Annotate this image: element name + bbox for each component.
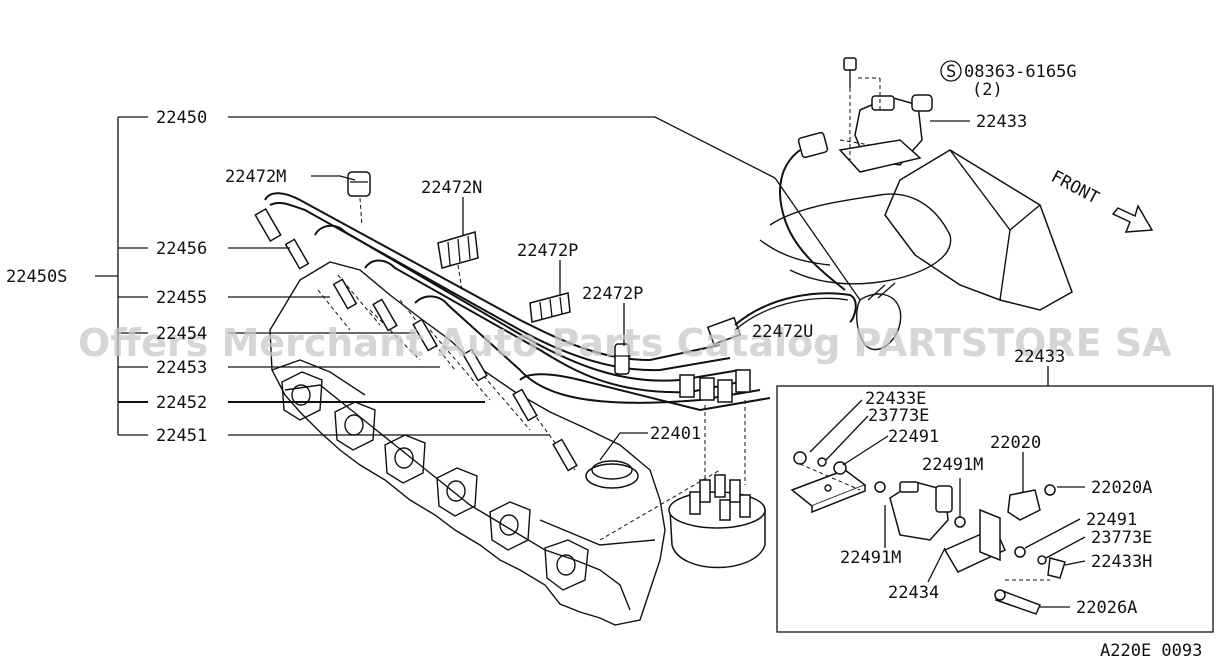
detail-box bbox=[776, 366, 1214, 633]
part-label-22472m[interactable]: 22472M bbox=[225, 167, 286, 187]
labels: 22450S 22450 22456 22455 22454 22453 224… bbox=[6, 60, 1202, 661]
part-label-22472p-b[interactable]: 22472P bbox=[582, 284, 643, 304]
clips-drawing bbox=[347, 171, 631, 375]
part-label-22020[interactable]: 22020 bbox=[990, 433, 1041, 453]
part-label-bolt-qty: (2) bbox=[972, 80, 1003, 100]
part-label-22491m-b[interactable]: 22491M bbox=[840, 548, 901, 568]
part-label-22450[interactable]: 22450 bbox=[156, 108, 207, 128]
part-label-22020a[interactable]: 22020A bbox=[1091, 478, 1152, 498]
part-label-22450s[interactable]: 22450S bbox=[6, 267, 67, 287]
part-label-22452[interactable]: 22452 bbox=[156, 393, 207, 413]
front-label: FRONT bbox=[1048, 167, 1103, 209]
part-label-22472p-a[interactable]: 22472P bbox=[517, 241, 578, 261]
part-label-22491-a[interactable]: 22491 bbox=[888, 427, 939, 447]
distributor-drawing bbox=[668, 400, 766, 569]
rocker-cover-drawing bbox=[759, 149, 1073, 351]
crank-angle-sensor-drawing bbox=[779, 57, 933, 291]
part-label-22453[interactable]: 22453 bbox=[156, 358, 207, 378]
part-label-22434[interactable]: 22434 bbox=[888, 583, 939, 603]
front-arrow: FRONT bbox=[1048, 167, 1154, 233]
part-label-23773e-a[interactable]: 23773E bbox=[868, 406, 929, 426]
part-label-22472u[interactable]: 22472U bbox=[752, 322, 813, 342]
part-label-bolt-code[interactable]: 08363-6165G bbox=[964, 62, 1077, 82]
diagram-code: A220E 0093 bbox=[1100, 641, 1202, 661]
cylinder-head-drawing bbox=[269, 261, 721, 626]
leader-lines bbox=[228, 116, 1086, 608]
part-label-22455[interactable]: 22455 bbox=[156, 288, 207, 308]
part-label-22472n[interactable]: 22472N bbox=[421, 178, 482, 198]
watermark: Offers Merchant Auto Parts Catalog PARTS… bbox=[78, 321, 1172, 365]
bolt-symbol: S bbox=[946, 62, 956, 82]
part-label-22433e[interactable]: 22433E bbox=[865, 389, 926, 409]
part-label-22026a[interactable]: 22026A bbox=[1076, 598, 1137, 618]
part-label-22433-top[interactable]: 22433 bbox=[976, 112, 1027, 132]
ignition-leads-drawing bbox=[254, 192, 857, 472]
part-label-22433-box[interactable]: 22433 bbox=[1014, 347, 1065, 367]
part-label-22454[interactable]: 22454 bbox=[156, 324, 207, 344]
part-label-22456[interactable]: 22456 bbox=[156, 239, 207, 259]
part-label-22491m-a[interactable]: 22491M bbox=[922, 455, 983, 475]
part-label-22401[interactable]: 22401 bbox=[650, 424, 701, 444]
part-label-23773e-b[interactable]: 23773E bbox=[1091, 528, 1152, 548]
part-label-22491-b[interactable]: 22491 bbox=[1086, 510, 1137, 530]
bolt-callout[interactable]: S 08363-6165G (2) bbox=[940, 60, 1077, 100]
part-label-22433h[interactable]: 22433H bbox=[1091, 552, 1152, 572]
kit-bracket bbox=[95, 116, 148, 436]
part-label-22451[interactable]: 22451 bbox=[156, 426, 207, 446]
